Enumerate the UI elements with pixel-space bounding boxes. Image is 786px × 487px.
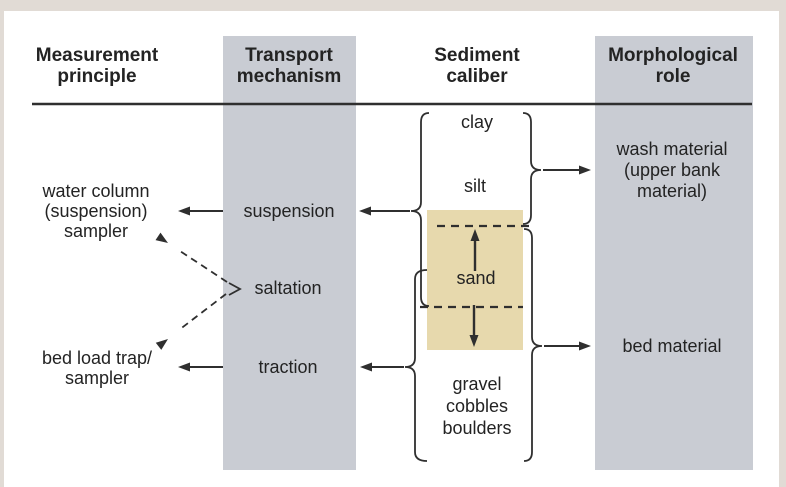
label-gravel-cobbles-boulders: gravel cobbles boulders	[442, 374, 512, 438]
morphological-role-band	[595, 36, 753, 470]
transport-mechanism-band	[223, 36, 356, 470]
column-header-morphological-role: Morphological role	[608, 45, 738, 87]
label-water-column-sampler: water column (suspension) sampler	[42, 181, 150, 241]
label-silt: silt	[464, 176, 486, 196]
label-bed-load-sampler: bed load trap/ sampler	[41, 348, 153, 388]
label-saltation: saltation	[254, 278, 322, 298]
label-sand: sand	[456, 268, 496, 288]
label-suspension: suspension	[243, 201, 335, 221]
column-header-transport-mechanism: Transport mechanism	[236, 45, 342, 87]
label-traction: traction	[258, 357, 318, 377]
column-header-sediment-caliber: Sediment caliber	[434, 45, 520, 87]
column-header-measurement-principle: Measurement principle	[35, 45, 159, 87]
label-bed-material: bed material	[622, 336, 722, 356]
label-wash-material: wash material (upper bank material)	[616, 139, 728, 201]
label-clay: clay	[460, 112, 494, 132]
